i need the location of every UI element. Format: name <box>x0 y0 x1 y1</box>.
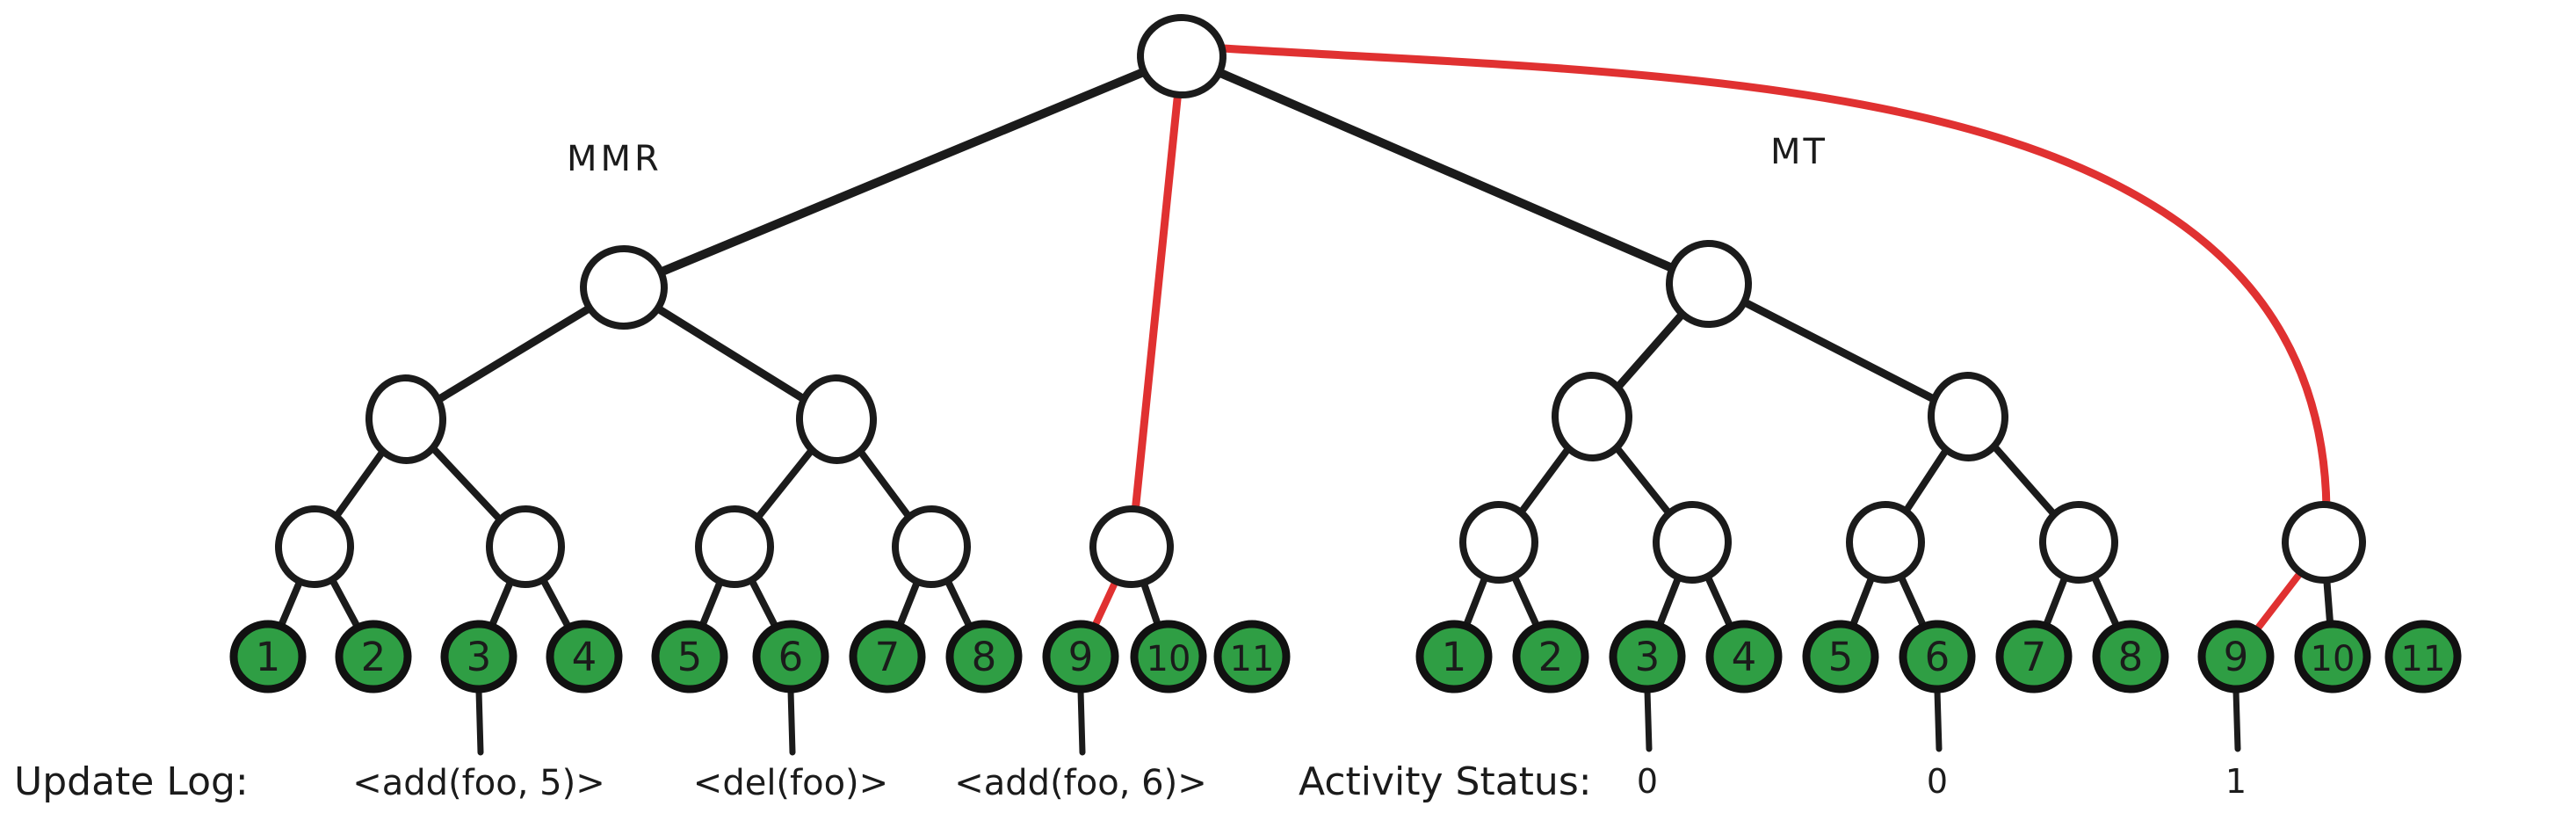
mmr-leaf-11-label: 11 <box>1230 639 1275 679</box>
mt-node-1-4-node <box>1551 372 1633 461</box>
mmr-leaf-7-node <box>849 620 926 693</box>
mmr-node-7-8-node <box>891 505 972 588</box>
mt-node-5-6-node <box>1846 501 1925 584</box>
activity-status-connector <box>1934 687 1943 752</box>
mt-leaf-9-node <box>2197 620 2275 693</box>
mt-leaf-6-node <box>1899 620 1976 693</box>
mmr-leaf-6-label: 6 <box>778 634 804 680</box>
mt-leaf-11-label: 11 <box>2401 639 2446 679</box>
mt-node-9-10-node <box>2282 500 2366 584</box>
activity-status-value-2: 0 <box>1927 762 1948 801</box>
update-log-entry-2: <del(foo)> <box>693 763 888 803</box>
mt-node-1-2-node <box>1458 501 1539 584</box>
mmr-leaf-5-label: 5 <box>677 634 703 680</box>
mmr-leaf-8-label: 8 <box>972 634 997 680</box>
mt-leaf-10-node <box>2294 620 2371 693</box>
mmr-node-9-10-node <box>1089 505 1174 589</box>
update-log-entry-3: <add(foo, 6)> <box>954 763 1206 803</box>
activity-status-connector <box>2232 687 2241 752</box>
mmr-leaf-10-node <box>1130 620 1207 693</box>
edge-root-to-mmr-peak-1-8 <box>619 52 1186 292</box>
mt-node-7-8-node <box>2038 501 2119 584</box>
root-node <box>1137 13 1226 99</box>
mmr-node-5-8-node <box>795 374 878 464</box>
mt-leaf-4-label: 4 <box>1732 634 1757 680</box>
mmr-leaf-11-node <box>1213 620 1291 693</box>
mt-leaf-5-node <box>1802 620 1879 693</box>
edge-root-to-mmr-node-9-10 <box>1127 52 1186 551</box>
mt-leaf-7-label: 7 <box>2022 634 2047 680</box>
mt-node-3-4-node <box>1652 501 1733 584</box>
mmr-leaf-7-label: 7 <box>875 634 901 680</box>
mt-tree-label: MT <box>1770 132 1827 172</box>
mt-leaf-2-label: 2 <box>1538 634 1564 680</box>
mmr-leaf-9-node <box>1042 620 1119 693</box>
mt-leaf-6-label: 6 <box>1925 634 1950 680</box>
mmr-leaf-8-node <box>945 620 1023 693</box>
mmr-node-5-6-node <box>694 505 775 588</box>
update-log-connector <box>1077 687 1086 756</box>
activity-status-connector <box>1644 687 1653 752</box>
mmr-node-1-2-node <box>274 505 355 588</box>
activity-status-value-3: 1 <box>2225 762 2247 801</box>
mt-leaf-11-node <box>2384 620 2462 693</box>
edge-root-to-mt-node-9-10 <box>1219 44 2331 512</box>
mt-leaf-5-label: 5 <box>1828 634 1854 680</box>
mt-leaf-2-node <box>1512 620 1589 693</box>
mt-leaf-7-node <box>1995 620 2073 693</box>
mmr-leaf-1-node <box>229 620 307 693</box>
update-log-connector <box>787 687 796 756</box>
activity-status-value-1: 0 <box>1637 762 1658 801</box>
update-log-label: Update Log: <box>14 759 249 804</box>
activity-status-label: Activity Status: <box>1299 759 1592 804</box>
mmr-leaf-9-label: 9 <box>1068 634 1094 680</box>
edge-mt-root-1-8-to-mt-node-5-8 <box>1704 280 1972 421</box>
mmr-leaf-4-label: 4 <box>572 634 597 680</box>
mmr-leaf-10-label: 10 <box>1147 639 1191 679</box>
mt-leaf-8-label: 8 <box>2118 634 2144 680</box>
mt-leaf-3-node <box>1609 620 1686 693</box>
mmr-leaf-3-node <box>440 620 517 693</box>
mmr-peak-1-8-node <box>580 244 668 330</box>
mmr-node-1-4-node <box>365 374 447 464</box>
mt-leaf-9-label: 9 <box>2224 634 2249 680</box>
mt-leaf-8-node <box>2092 620 2169 693</box>
mt-leaf-3-label: 3 <box>1635 634 1661 680</box>
mmr-tree-label: MMR <box>567 139 662 179</box>
mmr-leaf-2-label: 2 <box>361 634 387 680</box>
update-log-connector <box>475 687 484 756</box>
mt-leaf-10-label: 10 <box>2311 639 2355 679</box>
mt-leaf-1-node <box>1415 620 1493 693</box>
mmr-leaf-2-node <box>335 620 412 693</box>
mt-node-5-8-node <box>1927 372 2009 461</box>
mmr-leaf-1-label: 1 <box>256 634 281 680</box>
mmr-node-3-4-node <box>485 505 566 588</box>
mmr-leaf-6-node <box>752 620 829 693</box>
mmr-leaf-3-label: 3 <box>467 634 492 680</box>
mmr-leaf-5-node <box>651 620 728 693</box>
update-log-entry-1: <add(foo, 5)> <box>352 763 604 803</box>
mt-root-1-8-node <box>1665 240 1753 328</box>
mmr-leaf-4-node <box>546 620 623 693</box>
mt-leaf-1-label: 1 <box>1442 634 1467 680</box>
mt-leaf-4-node <box>1705 620 1783 693</box>
edge-root-to-mt-root-1-8 <box>1177 52 1713 288</box>
